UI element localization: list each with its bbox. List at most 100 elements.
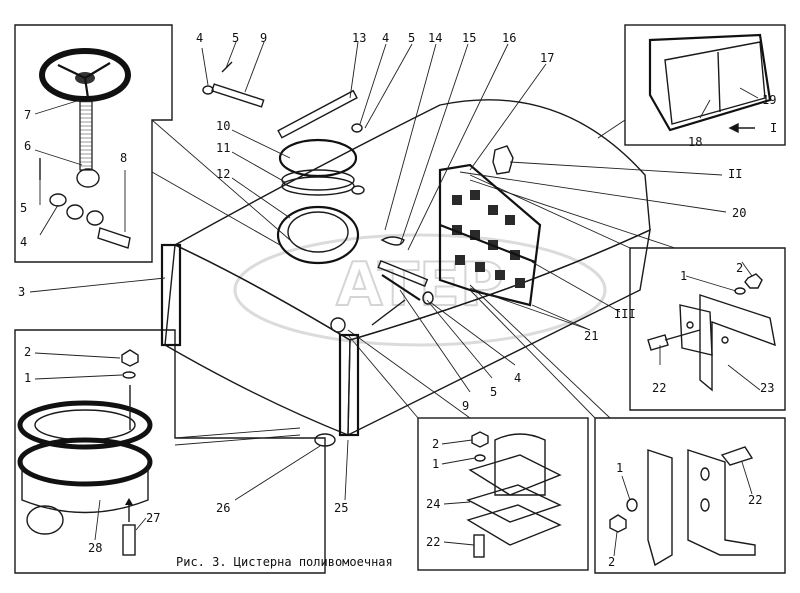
callout-22-valve: 22 [426, 535, 440, 549]
callout-4-top: 4 [196, 31, 203, 45]
bolt-bracket [720, 446, 754, 466]
roman-I: I [770, 121, 777, 135]
frame-handwheel [14, 24, 173, 263]
roman-II: II [728, 167, 742, 181]
watermark-logo: ATEP [233, 233, 607, 347]
callout-1-flange: 1 [24, 371, 31, 385]
valve-flange [468, 454, 562, 496]
handwheel-rim [39, 48, 131, 102]
callout-23: 23 [760, 381, 774, 395]
tank-top-clamp [380, 236, 405, 246]
callout-12: 12 [216, 167, 230, 181]
tank-front-face [164, 243, 351, 437]
callout-15: 15 [462, 31, 476, 45]
callout-9-side: 9 [462, 399, 469, 413]
callout-21: 21 [584, 329, 598, 343]
bracket-right [687, 449, 756, 556]
callout-19: 19 [762, 93, 776, 107]
callout-22-top-bracket: 22 [652, 381, 666, 395]
drain-outlet [314, 433, 336, 447]
tank-end-frame [160, 243, 182, 347]
cotter-pin-side [371, 299, 406, 326]
axle-pin-side [377, 259, 429, 287]
handwheel-assembly [39, 48, 131, 249]
callout-17: 17 [540, 51, 554, 65]
axle-pin-top [211, 83, 265, 108]
callout-7: 7 [24, 108, 31, 122]
valve-assembly [466, 431, 562, 558]
flange-ring [17, 400, 153, 450]
callout-24: 24 [426, 497, 440, 511]
flange-assembly [17, 349, 153, 556]
bracket-left [647, 449, 673, 567]
callout-4-hose: 4 [382, 31, 389, 45]
frame-brackets-bottom [594, 417, 786, 574]
valve-plate [466, 504, 562, 546]
frame-valve [417, 417, 589, 571]
nut-bracket [609, 514, 627, 533]
callout-28: 28 [88, 541, 102, 555]
overflow-pipe-parts [202, 61, 363, 139]
callout-18: 18 [688, 135, 702, 149]
frame-flange [14, 329, 326, 574]
callout-2-bottom-bracket: 2 [608, 555, 615, 569]
handwheel-nut [76, 168, 100, 188]
lid-small-washer [351, 185, 365, 195]
callout-25: 25 [334, 501, 348, 515]
arrow-I [728, 122, 755, 134]
washer-top-right [351, 123, 363, 133]
nut-flange [121, 349, 139, 367]
bracket-plate [679, 304, 713, 356]
frame-leaders [151, 119, 676, 446]
tank-plug [330, 317, 346, 333]
bottom-brackets-assembly [609, 446, 756, 567]
watermark-text: ATEP [336, 250, 504, 320]
tank-right-face [347, 228, 651, 437]
hatch-lid-parts [278, 138, 365, 196]
bolt-flange [122, 524, 136, 556]
callout-6: 6 [24, 139, 31, 153]
washer-valve [474, 454, 486, 462]
hatch-lid [278, 138, 358, 178]
callout-27: 27 [146, 511, 160, 525]
callout-5-hose: 5 [408, 31, 415, 45]
callout-2-valve: 2 [432, 437, 439, 451]
callout-4-side: 4 [514, 371, 521, 385]
tank-top-pipe [381, 274, 421, 301]
callout-16: 16 [502, 31, 516, 45]
nut-valve [471, 431, 489, 448]
flange-body [21, 462, 149, 514]
callout-20: 20 [732, 206, 746, 220]
callout-labels: 7 6 8 5 4 4 5 9 13 4 5 14 15 16 17 10 11… [18, 31, 777, 569]
overflow-hose [277, 89, 358, 139]
callout-9-top: 9 [260, 31, 267, 45]
callout-3: 3 [18, 285, 25, 299]
washer-top [734, 287, 746, 295]
washer-side [422, 291, 434, 305]
nut-top [744, 273, 763, 289]
figure-caption: Рис. 3. Цистерна поливомоечная [176, 555, 393, 569]
callout-1-top-bracket: 1 [680, 269, 687, 283]
cotter-pin-top [221, 61, 233, 73]
washer-top-left [202, 85, 214, 95]
bolt-top [647, 329, 701, 351]
filler-neck-inner [287, 211, 349, 253]
callout-22-bottom-bracket: 22 [748, 493, 762, 507]
overflow-fitting [492, 145, 514, 175]
callout-11: 11 [216, 141, 230, 155]
washer-wheel-2 [66, 204, 84, 220]
flange-gasket [17, 437, 153, 487]
valve-gasket [466, 484, 562, 523]
callout-1-bottom-bracket: 1 [616, 461, 623, 475]
bolt-valve [473, 534, 485, 558]
callout-8: 8 [120, 151, 127, 165]
rear-panel [438, 163, 542, 307]
valve-body [494, 433, 546, 496]
washer-flange [122, 371, 136, 379]
top-brackets-assembly [647, 273, 776, 392]
flange-outlet [26, 505, 64, 535]
callout-13: 13 [352, 31, 366, 45]
washer-wheel-1 [49, 193, 67, 207]
washer-bracket [626, 498, 638, 512]
